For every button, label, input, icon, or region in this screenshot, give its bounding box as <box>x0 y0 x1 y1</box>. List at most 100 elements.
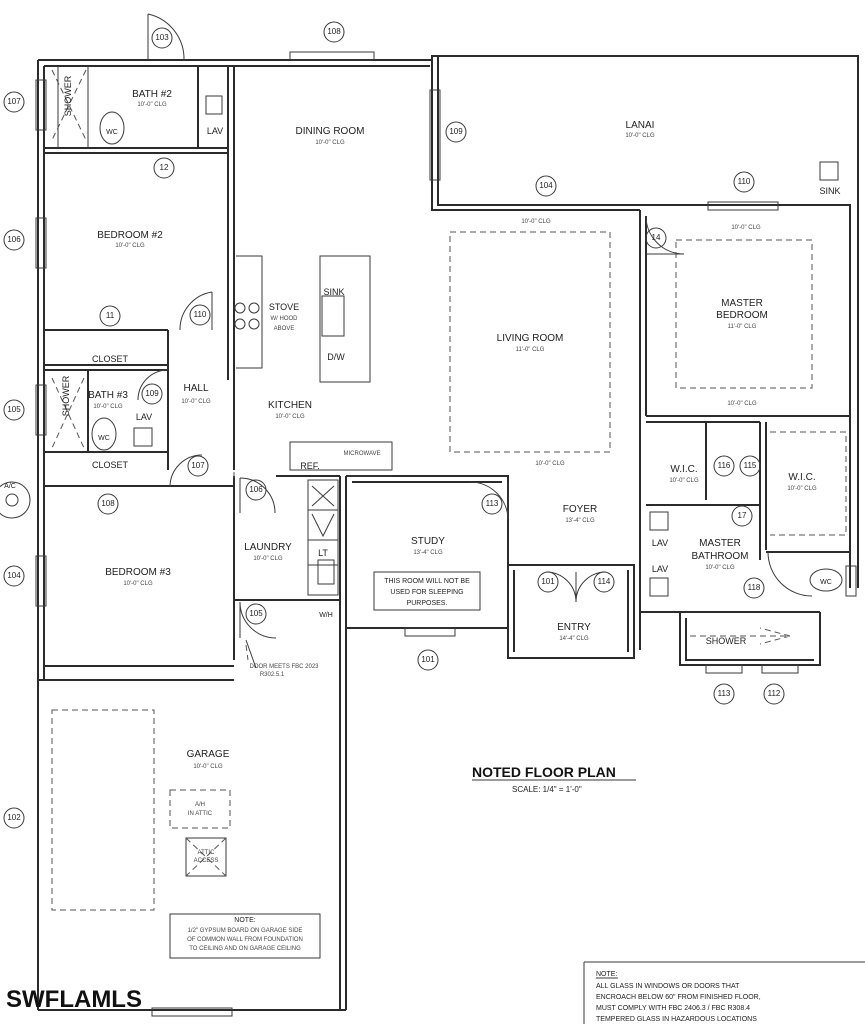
opening-tag: 107 <box>187 455 209 477</box>
svg-text:109: 109 <box>145 389 159 398</box>
ceiling-label: 10'-0" CLG <box>625 133 655 139</box>
room-label: STUDY <box>411 536 445 547</box>
svg-text:TO CEILING AND ON GARAGE CEILI: TO CEILING AND ON GARAGE CEILING <box>189 946 301 952</box>
opening-tag: 107 <box>3 91 25 113</box>
opening-tag: 11 <box>99 305 121 327</box>
svg-text:114: 114 <box>598 577 611 586</box>
opening-tag: 104 <box>535 175 557 197</box>
opening-tag: 110 <box>189 304 211 326</box>
room-label: DINING ROOM <box>296 126 365 137</box>
plan-title-block: NOTED FLOOR PLAN SCALE: 1/4" = 1'-0" <box>472 764 636 794</box>
opening-tag: 113 <box>713 683 735 705</box>
svg-text:OF COMMON WALL FROM FOUNDATION: OF COMMON WALL FROM FOUNDATION <box>187 937 303 943</box>
opening-tag: 106 <box>3 229 25 251</box>
opening-tag: 101 <box>417 649 439 671</box>
dishwasher-label: D/W <box>327 352 345 362</box>
svg-text:115: 115 <box>744 461 757 470</box>
svg-text:109: 109 <box>449 127 463 136</box>
svg-text:ENCROACH BELOW 60" FROM FINISH: ENCROACH BELOW 60" FROM FINISHED FLOOR, <box>596 994 761 1001</box>
room-label: KITCHEN <box>268 400 312 411</box>
lav-label: LAV <box>136 412 152 422</box>
svg-text:12: 12 <box>160 163 169 172</box>
opening-tag: 113 <box>481 493 503 515</box>
svg-text:107: 107 <box>191 461 205 470</box>
svg-text:112: 112 <box>768 689 781 698</box>
ceiling-label: 10'-0" CLG <box>315 140 345 146</box>
room-label: MASTER <box>721 298 763 309</box>
room-label: BATHROOM <box>691 551 748 562</box>
opening-tag: 115 <box>739 455 761 477</box>
ceiling-label: 11'-0" CLG <box>516 347 545 353</box>
opening-tag: 108 <box>97 493 119 515</box>
svg-text:THIS ROOM WILL NOT BE: THIS ROOM WILL NOT BE <box>384 578 470 585</box>
burner-shape <box>248 318 260 330</box>
burner-shape <box>248 302 260 314</box>
svg-text:1/2" GYPSUM BOARD ON GARAGE SI: 1/2" GYPSUM BOARD ON GARAGE SIDE <box>188 928 303 934</box>
svg-text:104: 104 <box>7 571 21 580</box>
opening-tag: 118 <box>743 577 765 599</box>
ac-unit-shape <box>0 481 31 519</box>
svg-text:113: 113 <box>718 689 731 698</box>
ceiling-label: 10'-0" CLG <box>137 102 167 108</box>
ceiling-label: 10'-0" CLG <box>705 565 735 571</box>
svg-text:107: 107 <box>7 97 21 106</box>
burner-shape <box>234 318 246 330</box>
windows <box>35 51 857 1017</box>
ceiling-label: 13'-4" CLG <box>413 550 443 556</box>
ac-label: A/C <box>4 483 16 490</box>
opening-tags: 103 108 107 109 104 110 12 106 14 11 110… <box>3 21 785 829</box>
ceiling-mark: 10'-0" CLG <box>535 461 565 467</box>
opening-tag: 109 <box>141 383 163 405</box>
stove-label: STOVE <box>269 302 299 312</box>
room-label: BEDROOM <box>716 310 768 321</box>
study-note: THIS ROOM WILL NOT BE USED FOR SLEEPING … <box>373 571 481 611</box>
svg-text:108: 108 <box>327 27 341 36</box>
svg-text:113: 113 <box>486 499 499 508</box>
room-label: MASTER <box>699 538 741 549</box>
svg-text:106: 106 <box>7 235 21 244</box>
svg-text:118: 118 <box>748 583 761 592</box>
opening-tag: 114 <box>593 571 615 593</box>
watermark-logo: SWFLAMLS <box>6 986 142 1013</box>
room-label: BATH #3 <box>88 390 128 401</box>
opening-tag: 109 <box>445 121 467 143</box>
shower-label: SHOWER <box>706 636 747 646</box>
fixture-labels: SHOWER SHOWER SHOWER WC WC WC LAV LAV LA… <box>4 75 840 864</box>
opening-tag: 108 <box>323 21 345 43</box>
ceiling-mark: 10'-0" CLG <box>731 225 761 231</box>
svg-text:105: 105 <box>249 609 263 618</box>
room-label: HALL <box>183 383 208 394</box>
sink-shape <box>649 577 669 597</box>
toilet-shape <box>99 111 125 145</box>
svg-text:14: 14 <box>652 233 661 242</box>
ceiling-label: 10'-0" CLG <box>253 556 283 562</box>
room-label: BEDROOM #3 <box>105 567 171 578</box>
sink-shape <box>649 511 669 531</box>
ceiling-label: 10'-0" CLG <box>123 581 153 587</box>
refrigerator-label: REF. <box>300 461 320 471</box>
svg-text:ALL GLASS IN WINDOWS OR DOORS: ALL GLASS IN WINDOWS OR DOORS THAT <box>596 983 740 990</box>
ceiling-label: 10'-0" CLG <box>181 399 211 405</box>
opening-tag: 14 <box>645 227 667 249</box>
wc-label: WC <box>98 435 110 442</box>
washer-shape <box>311 513 335 538</box>
dashed-outlines <box>51 69 847 911</box>
glass-note: NOTE: ALL GLASS IN WINDOWS OR DOORS THAT… <box>583 961 865 1024</box>
svg-text:NOTE:: NOTE: <box>234 917 255 924</box>
svg-text:MUST COMPLY WITH FBC 2406.3 /: MUST COMPLY WITH FBC 2406.3 / FBC R308.4 <box>596 1005 750 1012</box>
ceiling-label: 10'-0" CLG <box>193 764 223 770</box>
room-label: FOYER <box>563 504 597 515</box>
opening-tag: 101 <box>537 571 559 593</box>
lav-label: LAV <box>207 126 223 136</box>
closet-label: CLOSET <box>92 460 129 470</box>
door-note: DOOR MEETS FBC 2023 R302.5.1 <box>245 639 319 678</box>
toilet-shape <box>809 568 843 592</box>
opening-tag: 112 <box>763 683 785 705</box>
wc-label: WC <box>820 579 832 586</box>
svg-text:USED FOR SLEEPING: USED FOR SLEEPING <box>390 589 463 596</box>
svg-text:106: 106 <box>249 485 263 494</box>
room-label: LANAI <box>626 120 655 131</box>
sink-label: SINK <box>323 287 344 297</box>
